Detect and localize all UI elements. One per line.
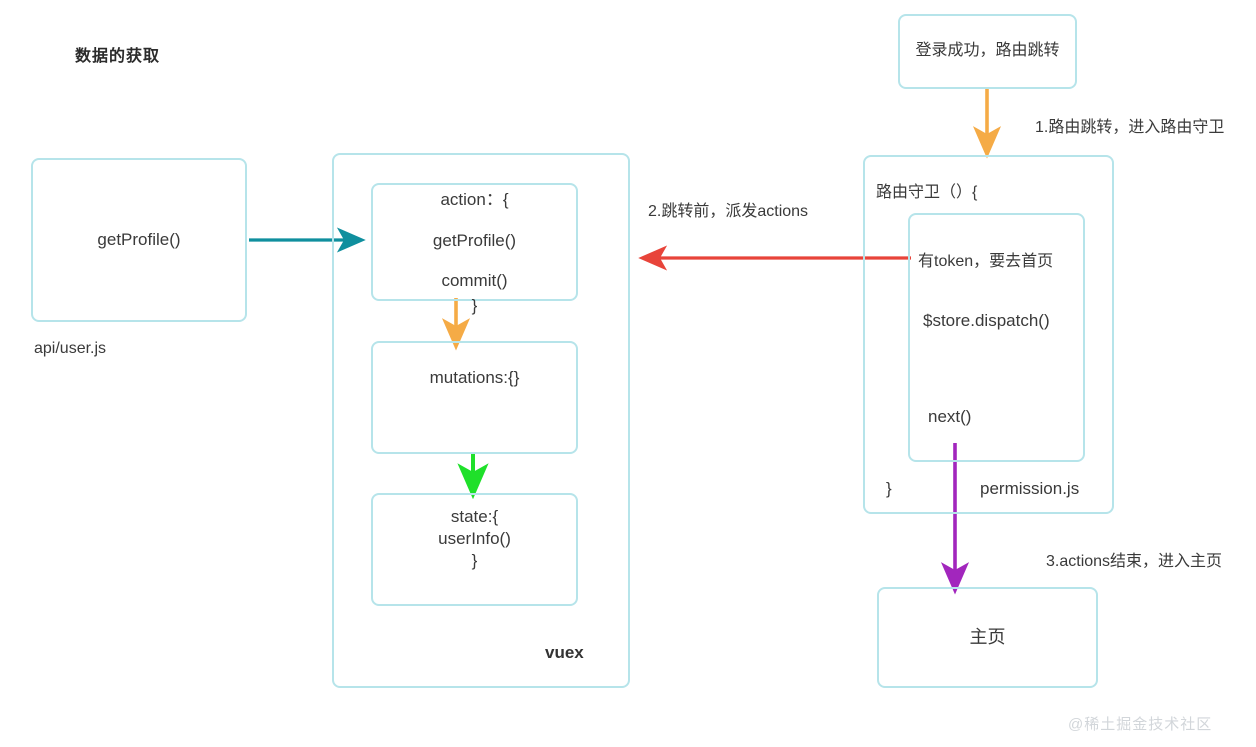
- mutations-box-label: mutations:{}: [429, 368, 520, 388]
- guard-box-closing-brace: }: [886, 479, 892, 498]
- guard-box-header: 路由守卫（）{: [876, 184, 978, 201]
- api-box-label: getProfile(): [97, 229, 181, 249]
- home-box-label: 主页: [969, 627, 1006, 648]
- state-box[interactable]: [371, 493, 578, 606]
- state-box-line-1: state:{: [450, 506, 499, 526]
- vuex-tag: vuex: [545, 643, 584, 662]
- edge-label-guard-to-action: 2.跳转前，派发actions: [648, 203, 809, 220]
- guard-inner-line-2: $store.dispatch(): [923, 311, 1050, 330]
- guard-inner-line-3: next(): [928, 407, 972, 426]
- guard-box-file-label: permission.js: [980, 479, 1080, 498]
- vuex-container[interactable]: [332, 153, 630, 688]
- action-box-line-2: getProfile(): [432, 230, 517, 250]
- guard-inner-line-1: 有token，要去首页: [918, 253, 1054, 270]
- guard-inner-box[interactable]: [908, 213, 1085, 462]
- api-box-caption: api/user.js: [34, 340, 107, 357]
- state-box-line-2: userInfo(): [438, 528, 511, 548]
- watermark: @稀土掘金技术社区: [1068, 716, 1213, 733]
- mutations-box[interactable]: [371, 341, 578, 454]
- action-box-line-3: commit(): [441, 270, 508, 290]
- action-box[interactable]: [371, 183, 578, 301]
- action-box-line-4: }: [471, 295, 478, 315]
- guard-box[interactable]: [863, 155, 1114, 514]
- home-box[interactable]: [877, 587, 1098, 688]
- action-box-line-1: action：{: [440, 189, 509, 209]
- api-box[interactable]: [31, 158, 247, 322]
- login-box-label: 登录成功，路由跳转: [915, 42, 1060, 60]
- edge-label-guard-to-home: 3.actions结束，进入主页: [1046, 553, 1223, 570]
- state-box-line-3: }: [471, 550, 478, 570]
- page-title: 数据的获取: [75, 48, 161, 65]
- edge-label-login-to-guard: 1.路由跳转，进入路由守卫: [1035, 119, 1225, 136]
- login-box[interactable]: [898, 14, 1077, 89]
